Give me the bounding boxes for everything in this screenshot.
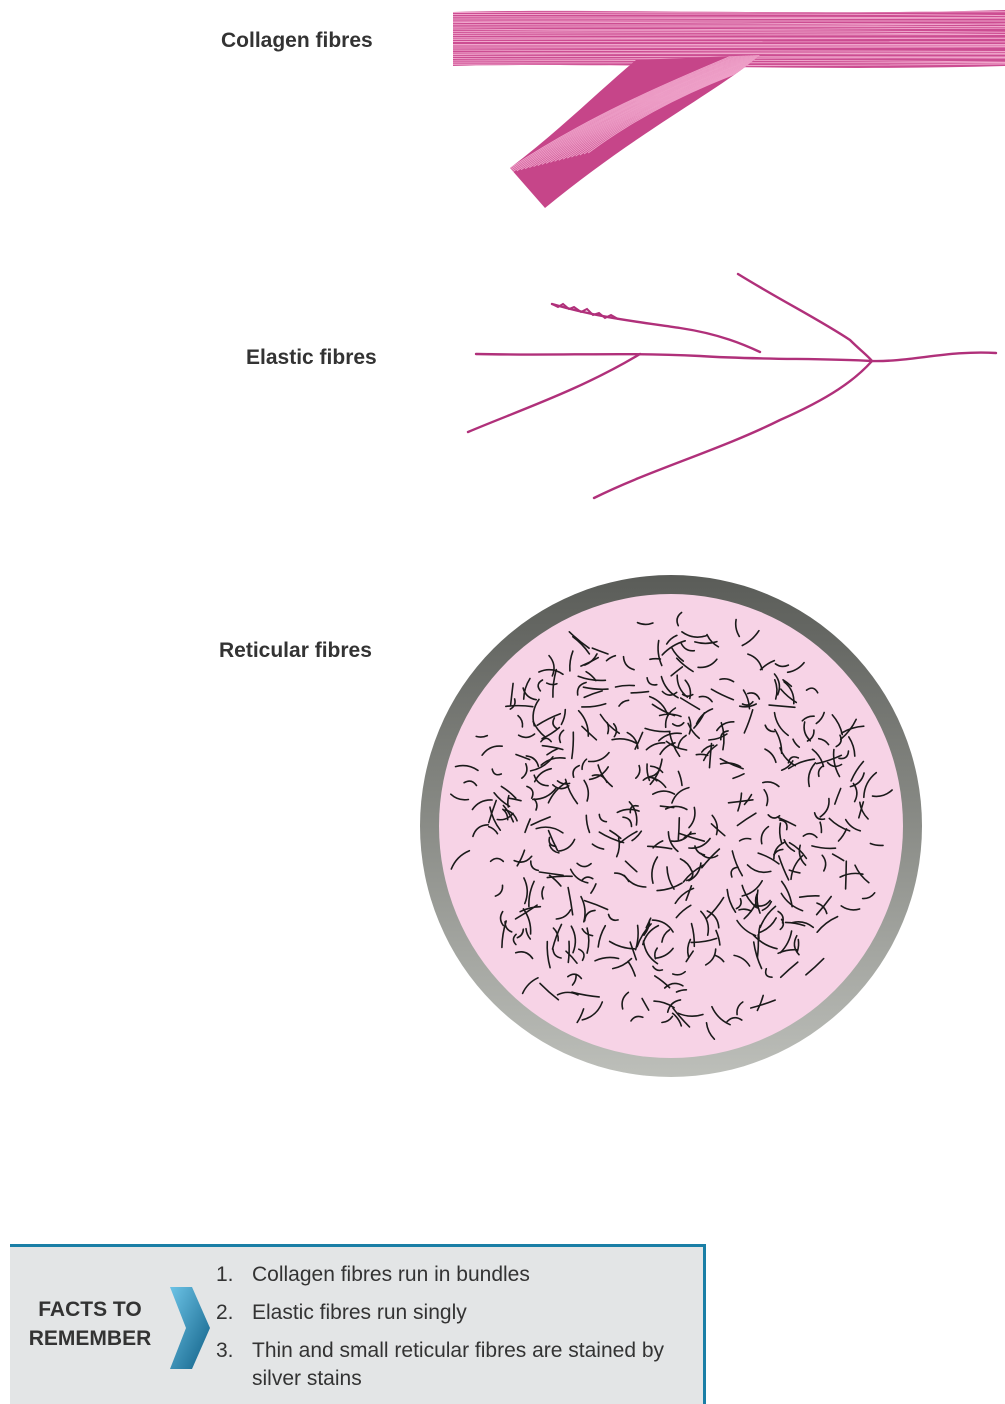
elastic-fibres-drawing: [468, 274, 996, 498]
facts-title-line1: FACTS TO: [16, 1295, 164, 1324]
collagen-strand: [450, 41, 1005, 42]
chevron-right-icon: [168, 1285, 212, 1371]
fact-text: Thin and small reticular fibres are stai…: [252, 1337, 706, 1393]
fact-text: Collagen fibres run in bundles: [252, 1261, 706, 1289]
reticular-fibres-drawing: [420, 575, 922, 1077]
facts-title: FACTS TO REMEMBER: [16, 1295, 164, 1353]
facts-list: 1. Collagen fibres run in bundles 2. Ela…: [216, 1261, 706, 1403]
fact-number: 3.: [216, 1337, 252, 1393]
fibre-illustrations: [0, 0, 1005, 1240]
elastic-fibre-lower-right: [594, 361, 872, 498]
facts-title-line2: REMEMBER: [16, 1324, 164, 1353]
elastic-fibre-main: [476, 353, 996, 362]
fact-number: 2.: [216, 1299, 252, 1327]
collagen-strand: [450, 21, 1005, 22]
reticular-strand: [846, 861, 847, 889]
reticular-strand: [568, 941, 569, 962]
fact-number: 1.: [216, 1261, 252, 1289]
fact-item: 2. Elastic fibres run singly: [216, 1299, 706, 1327]
elastic-fibre-lower-left: [468, 354, 640, 432]
elastic-fibre-upper: [738, 274, 872, 361]
fact-item: 1. Collagen fibres run in bundles: [216, 1261, 706, 1289]
fact-item: 3. Thin and small reticular fibres are s…: [216, 1337, 706, 1393]
fact-text: Elastic fibres run singly: [252, 1299, 706, 1327]
reticular-strand: [757, 935, 758, 958]
facts-to-remember-box: FACTS TO REMEMBER 1. Collagen fibres run…: [10, 1244, 706, 1404]
